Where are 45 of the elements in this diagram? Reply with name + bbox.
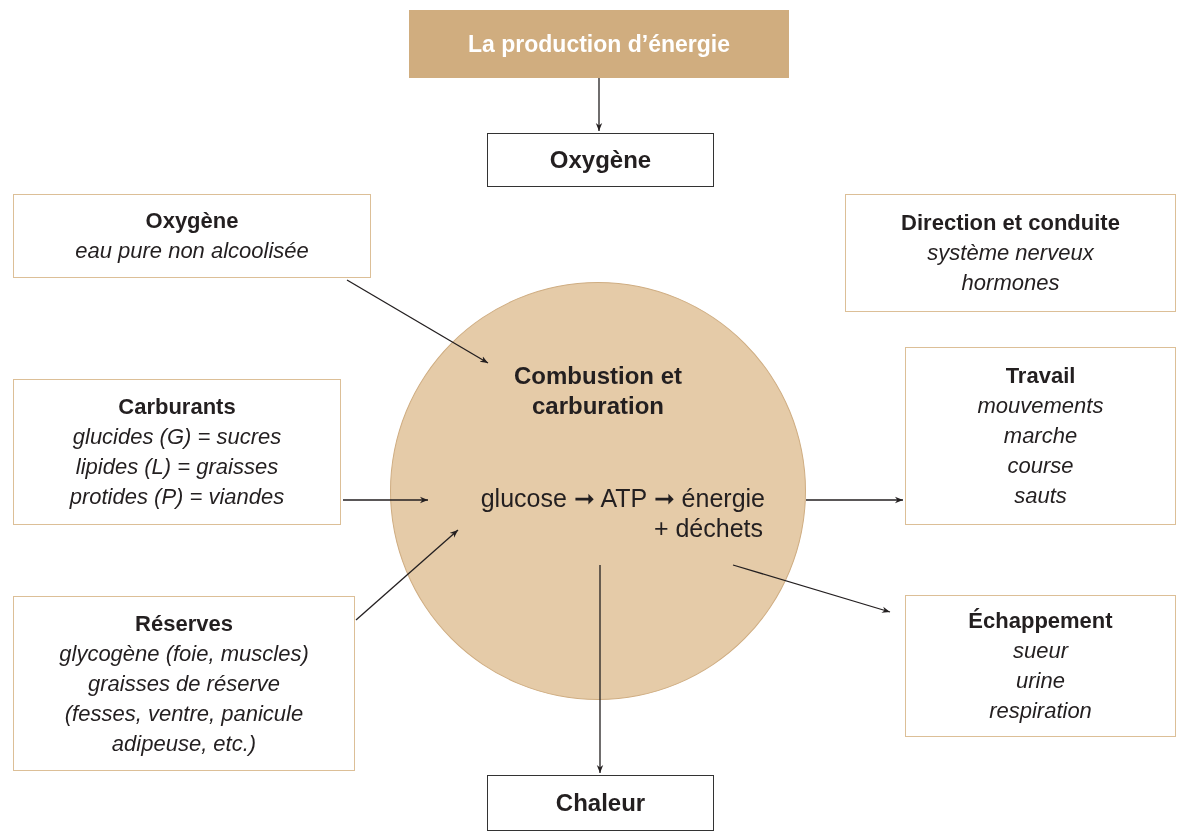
heading: Chaleur [555, 788, 646, 818]
body-text: système nerveux [927, 239, 1094, 267]
arrow [346, 279, 489, 364]
process-box [13, 379, 341, 525]
process-box [13, 194, 371, 278]
heading: Combustion et carburation [513, 361, 683, 421]
body-text: eau pure non alcoolisée [75, 237, 309, 265]
body-text: course [1007, 452, 1074, 480]
body-text: (fesses, ventre, panicule [64, 699, 304, 728]
heading: La production d’énergie [468, 30, 730, 59]
process-box [487, 775, 714, 831]
heading: Carburants [118, 393, 236, 421]
body-text: respiration [989, 697, 1092, 725]
title-banner [409, 10, 789, 78]
heading: Direction et conduite [901, 209, 1120, 237]
heading: Oxygène [549, 145, 652, 175]
process-box [13, 596, 355, 771]
body-text: protides (P) = viandes [69, 483, 285, 511]
heading: Réserves [135, 609, 233, 638]
body-text: glycogène (foie, muscles) [59, 639, 309, 668]
body-text: hormones [961, 269, 1060, 297]
body-text: glucides (G) = sucres [72, 423, 282, 451]
heading: Oxygène [145, 207, 239, 235]
process-box [905, 347, 1176, 525]
process-box [845, 194, 1176, 312]
body-text: mouvements [977, 392, 1104, 420]
body-text: lipides (L) = graisses [75, 453, 279, 481]
formula-text: + déchets [653, 513, 763, 543]
arrow [805, 496, 904, 504]
body-text: marche [1003, 422, 1078, 450]
body-text: adipeuse, etc.) [111, 729, 257, 758]
arrow [732, 564, 891, 613]
heading: Travail [1005, 362, 1076, 390]
heading: Échappement [968, 607, 1113, 635]
formula-text: glucose ➞ ATP ➞ énergie [480, 483, 765, 513]
body-text: sueur [1012, 637, 1068, 665]
body-text: urine [1016, 667, 1065, 695]
arrow [596, 564, 604, 774]
body-text: graisses de réserve [88, 669, 280, 698]
arrow [342, 496, 429, 504]
arrow [595, 77, 603, 132]
arrow [355, 529, 459, 621]
body-text: sauts [1014, 482, 1067, 510]
process-box [905, 595, 1176, 737]
process-box [487, 133, 714, 187]
